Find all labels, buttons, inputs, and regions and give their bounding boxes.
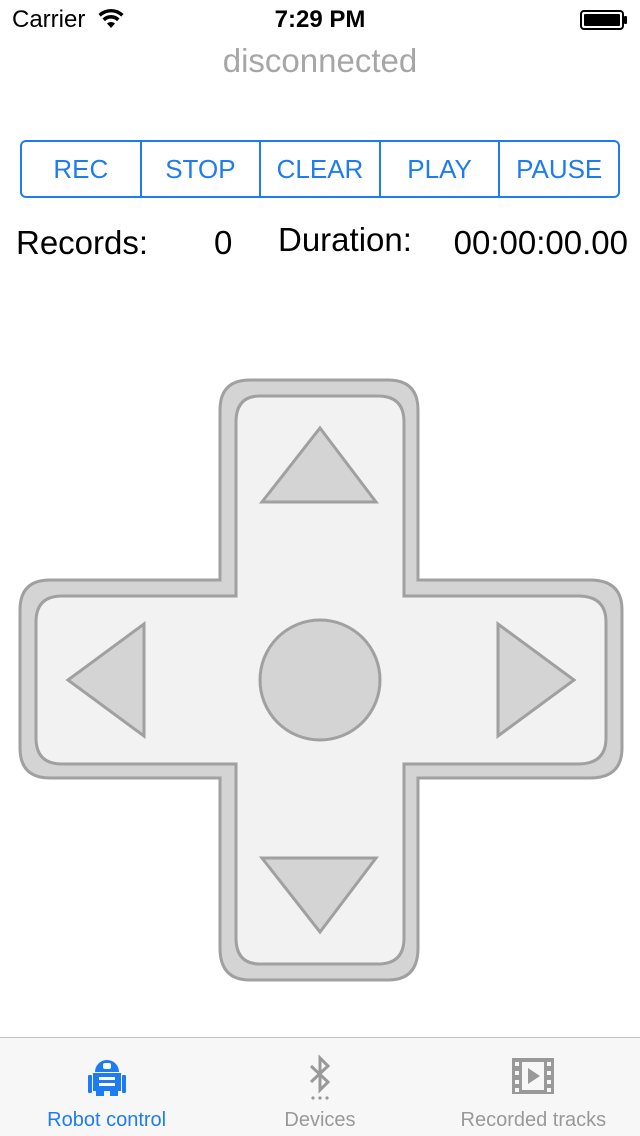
connection-status: disconnected: [222, 42, 418, 79]
playback-controls: REC STOP CLEAR PLAY PAUSE: [20, 140, 620, 198]
carrier-label: Carrier: [12, 6, 86, 33]
stop-button[interactable]: STOP: [142, 142, 262, 196]
tab-robot-control[interactable]: Robot control: [0, 1038, 213, 1136]
triangle-up-icon[interactable]: [258, 425, 380, 504]
clear-button[interactable]: CLEAR: [261, 142, 381, 196]
robot-icon: [87, 1060, 126, 1096]
records-label: Records:: [16, 224, 149, 261]
tab-label-recorded-tracks: Recorded tracks: [460, 1109, 607, 1131]
pause-button[interactable]: PAUSE: [516, 153, 603, 184]
direction-pad: [18, 378, 624, 982]
triangle-down-icon[interactable]: [258, 856, 380, 935]
triangle-right-icon[interactable]: [496, 621, 577, 739]
tab-label-robot-control: Robot control: [47, 1109, 167, 1131]
tab-label-devices: Devices: [284, 1109, 356, 1131]
bluetooth-icon: [309, 1054, 331, 1100]
duration-value: 00:00:00.00: [453, 224, 628, 261]
play-button[interactable]: PLAY: [381, 142, 501, 196]
status-bar: Carrier 7:29 PM: [0, 0, 640, 40]
records-value: 0: [214, 224, 233, 261]
wifi-icon: [98, 8, 124, 28]
circle-icon[interactable]: [258, 618, 382, 742]
tab-devices[interactable]: Devices: [213, 1038, 426, 1136]
tab-recorded-tracks[interactable]: Recorded tracks: [427, 1038, 640, 1136]
triangle-left-icon[interactable]: [65, 621, 146, 739]
status-time: 7:29 PM: [274, 6, 366, 33]
tab-bar: Robot control Devices: [0, 1037, 640, 1136]
rec-button[interactable]: REC: [22, 142, 142, 196]
film-play-icon: [512, 1058, 555, 1094]
battery-icon: [580, 10, 627, 30]
duration-label: Duration:: [278, 221, 412, 258]
